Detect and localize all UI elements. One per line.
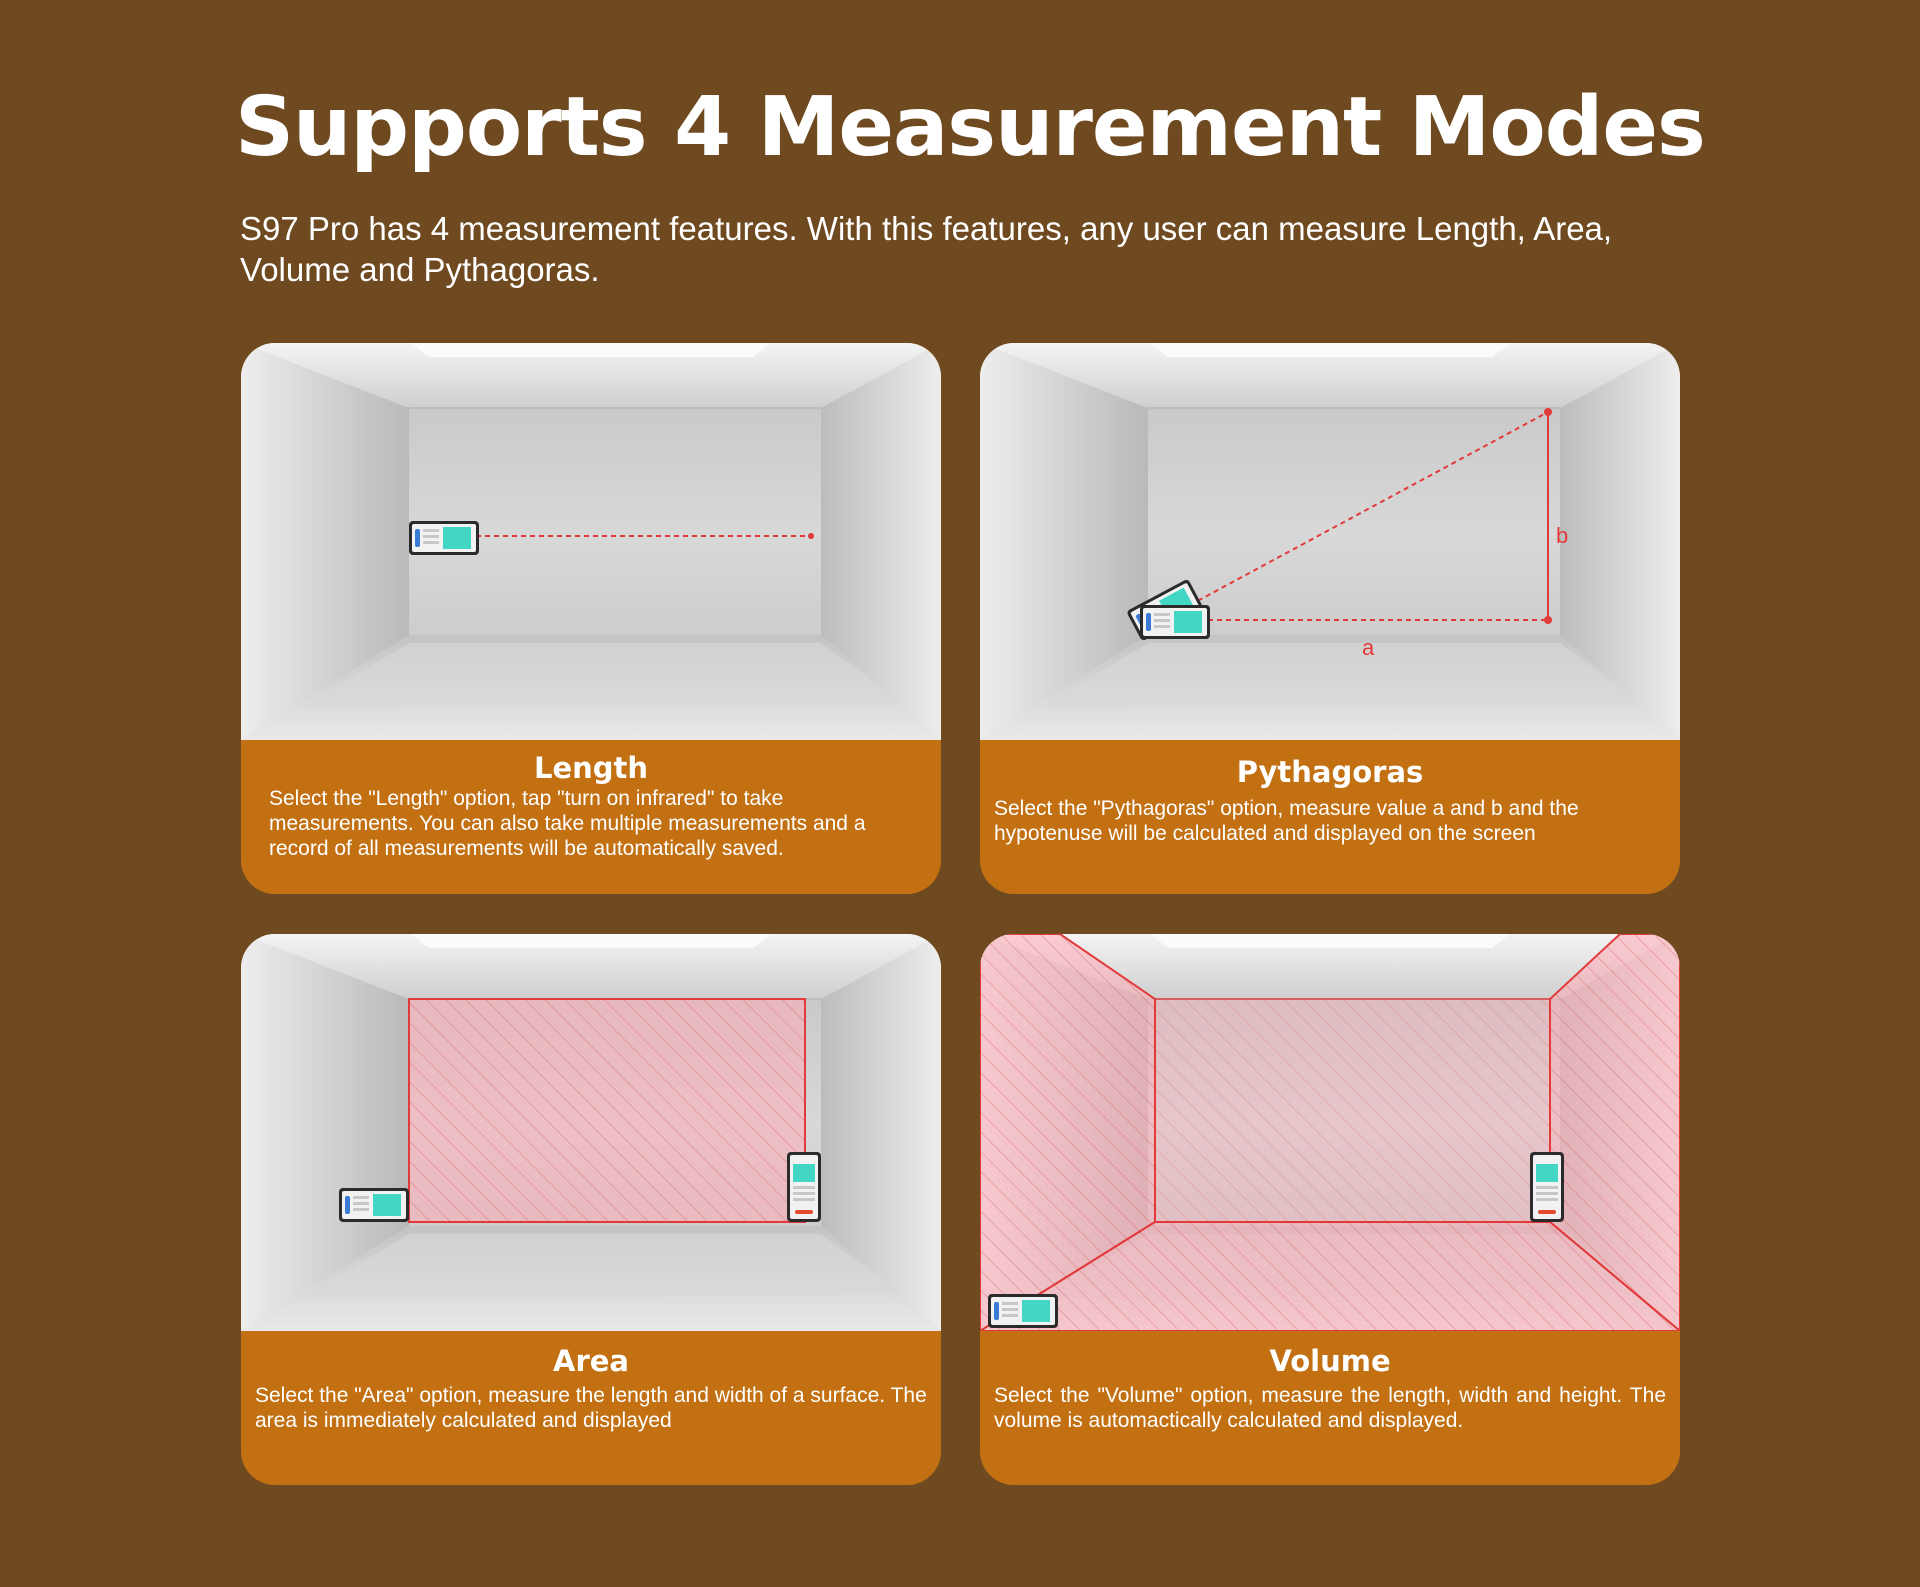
label-a: a: [1362, 635, 1375, 660]
page-title: Supports 4 Measurement Modes: [235, 80, 1706, 175]
measured-surface: [408, 998, 806, 1223]
corner-point: [1544, 616, 1552, 624]
laser-measure-device-wall: [1530, 1152, 1564, 1222]
volume-room-illustration: [980, 934, 1680, 1331]
card-title-length: Length: [533, 751, 649, 785]
top-point: [1544, 408, 1552, 416]
intro-text: S97 Pro has 4 measurement features. With…: [240, 210, 1613, 288]
pythagoras-room-illustration: b a: [980, 343, 1680, 740]
laser-measure-device: [409, 521, 479, 555]
hypotenuse-line: [1189, 411, 1549, 606]
card-description-length: Select the "Length" option, tap "turn on…: [269, 787, 866, 860]
volume-caption: Volume Select the "Volume" option, measu…: [980, 1331, 1680, 1485]
card-title-pythagoras: Pythagoras: [1236, 755, 1424, 789]
card-pythagoras: b a Pythagoras Select the "Pythagoras" o…: [980, 343, 1680, 894]
card-title-volume: Volume: [1269, 1344, 1391, 1378]
laser-measure-device-floor: [988, 1294, 1058, 1328]
laser-point: [808, 533, 814, 539]
laser-measure-device-bottom: [339, 1188, 409, 1222]
card-description-area: Select the "Area" option, measure the le…: [255, 1384, 927, 1432]
laser-measure-device: [1140, 605, 1210, 639]
area-caption: Area Select the "Area" option, measure t…: [241, 1331, 941, 1485]
laser-measure-device-right: [787, 1152, 821, 1222]
card-volume: Volume Select the "Volume" option, measu…: [980, 934, 1680, 1485]
card-title-area: Area: [553, 1344, 629, 1378]
area-room-illustration: [241, 934, 941, 1331]
card-description-pythagoras: Select the "Pythagoras" option, measure …: [994, 797, 1579, 845]
length-room-illustration: [241, 343, 941, 740]
label-b: b: [1556, 523, 1568, 548]
card-length: Length Select the "Length" option, tap "…: [241, 343, 941, 894]
card-area: Area Select the "Area" option, measure t…: [241, 934, 941, 1485]
pythagoras-caption: Pythagoras Select the "Pythagoras" optio…: [980, 740, 1680, 894]
measured-back-wall: [1154, 998, 1551, 1223]
length-caption: Length Select the "Length" option, tap "…: [241, 740, 941, 894]
card-description-volume: Select the "Volume" option, measure the …: [994, 1384, 1666, 1432]
